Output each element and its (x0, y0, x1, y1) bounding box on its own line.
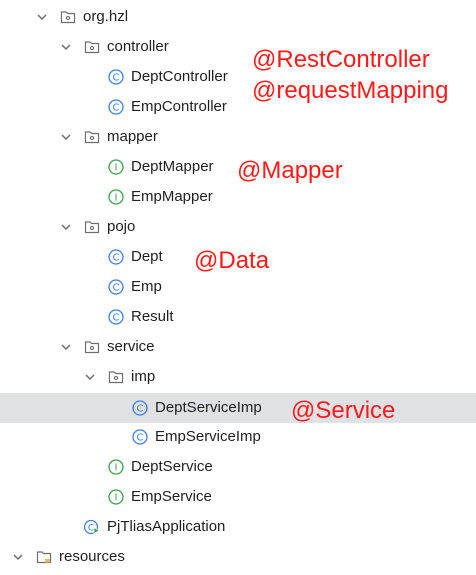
class-label: Emp (131, 278, 162, 295)
tree-row-org-hzl[interactable]: org.hzl (0, 2, 476, 32)
chevron-down-icon[interactable] (59, 40, 73, 54)
svg-text:C: C (88, 524, 94, 534)
interface-icon: I (108, 489, 124, 505)
tree-row-emp-service-imp[interactable]: C EmpServiceImp (0, 422, 476, 452)
package-label: imp (131, 368, 156, 385)
chevron-down-icon[interactable] (35, 10, 49, 24)
class-icon: C (108, 279, 124, 295)
package-label: controller (107, 38, 169, 55)
tree-row-pojo[interactable]: pojo (0, 212, 476, 242)
tree-row-dept-service[interactable]: I DeptService (0, 452, 476, 482)
svg-text:I: I (115, 163, 118, 174)
class-icon: C (132, 400, 148, 416)
svg-text:I: I (115, 193, 118, 204)
tree-row-result[interactable]: C Result (0, 302, 476, 332)
package-folder-icon (84, 131, 100, 144)
class-icon: C (108, 69, 124, 85)
class-label: EmpServiceImp (155, 428, 261, 445)
interface-label: EmpService (131, 488, 212, 505)
svg-text:C: C (113, 283, 120, 294)
class-label: Dept (131, 248, 163, 265)
chevron-down-icon[interactable] (59, 130, 73, 144)
interface-label: DeptMapper (131, 158, 214, 175)
interface-label: DeptService (131, 458, 213, 475)
resources-folder-icon (36, 551, 52, 564)
tree-row-dept-service-imp[interactable]: C DeptServiceImp (0, 393, 476, 423)
annotation-data: @Data (194, 247, 270, 274)
tree-row-imp[interactable]: imp (0, 362, 476, 392)
tree-row-service[interactable]: service (0, 332, 476, 362)
annotation-service: @Service (291, 397, 396, 424)
svg-text:C: C (113, 73, 120, 84)
interface-label: EmpMapper (131, 188, 213, 205)
class-label: DeptController (131, 68, 228, 85)
package-folder-icon (84, 341, 100, 354)
svg-text:I: I (115, 493, 118, 504)
class-icon: C (108, 249, 124, 265)
package-label: service (107, 338, 155, 355)
svg-text:C: C (137, 433, 144, 444)
tree-row-emp-mapper[interactable]: I EmpMapper (0, 182, 476, 212)
package-folder-icon (108, 371, 124, 384)
chevron-down-icon[interactable] (83, 370, 97, 384)
class-icon: C (108, 99, 124, 115)
chevron-down-icon[interactable] (59, 220, 73, 234)
svg-text:C: C (137, 404, 144, 415)
class-label: PjTliasApplication (107, 518, 226, 535)
tree-row-application[interactable]: C PjTliasApplication (0, 512, 476, 542)
tree-row-dept-mapper[interactable]: I DeptMapper (0, 152, 476, 182)
annotation-rest-controller: @RestController (252, 46, 430, 73)
annotation-mapper: @Mapper (237, 157, 343, 184)
class-label: DeptServiceImp (155, 399, 262, 416)
package-folder-icon (84, 41, 100, 54)
package-label: org.hzl (83, 8, 129, 25)
tree-row-dept-controller[interactable]: C DeptController (0, 62, 476, 92)
tree-row-dept[interactable]: C Dept (0, 242, 476, 272)
package-label: mapper (107, 128, 158, 145)
package-label: pojo (107, 218, 136, 235)
svg-text:I: I (115, 463, 118, 474)
class-icon: C (108, 309, 124, 325)
tree-row-resources[interactable]: resources (0, 542, 476, 572)
interface-icon: I (108, 459, 124, 475)
tree-row-mapper[interactable]: mapper (0, 122, 476, 152)
chevron-down-icon[interactable] (11, 550, 25, 564)
tree-row-controller[interactable]: controller (0, 32, 476, 62)
tree-row-emp[interactable]: C Emp (0, 272, 476, 302)
interface-icon: I (108, 189, 124, 205)
chevron-down-icon[interactable] (59, 340, 73, 354)
svg-text:C: C (113, 103, 120, 114)
interface-icon: I (108, 159, 124, 175)
svg-text:C: C (113, 253, 120, 264)
annotation-request-mapping: @requestMapping (252, 77, 449, 104)
spring-application-icon: C (84, 519, 100, 535)
class-icon: C (132, 429, 148, 445)
class-label: Result (131, 308, 174, 325)
svg-text:C: C (113, 313, 120, 324)
package-folder-icon (84, 221, 100, 234)
tree-row-emp-service[interactable]: I EmpService (0, 482, 476, 512)
folder-label: resources (59, 548, 125, 565)
tree-row-emp-controller[interactable]: C EmpController (0, 92, 476, 122)
class-label: EmpController (131, 98, 227, 115)
package-folder-icon (60, 11, 76, 24)
